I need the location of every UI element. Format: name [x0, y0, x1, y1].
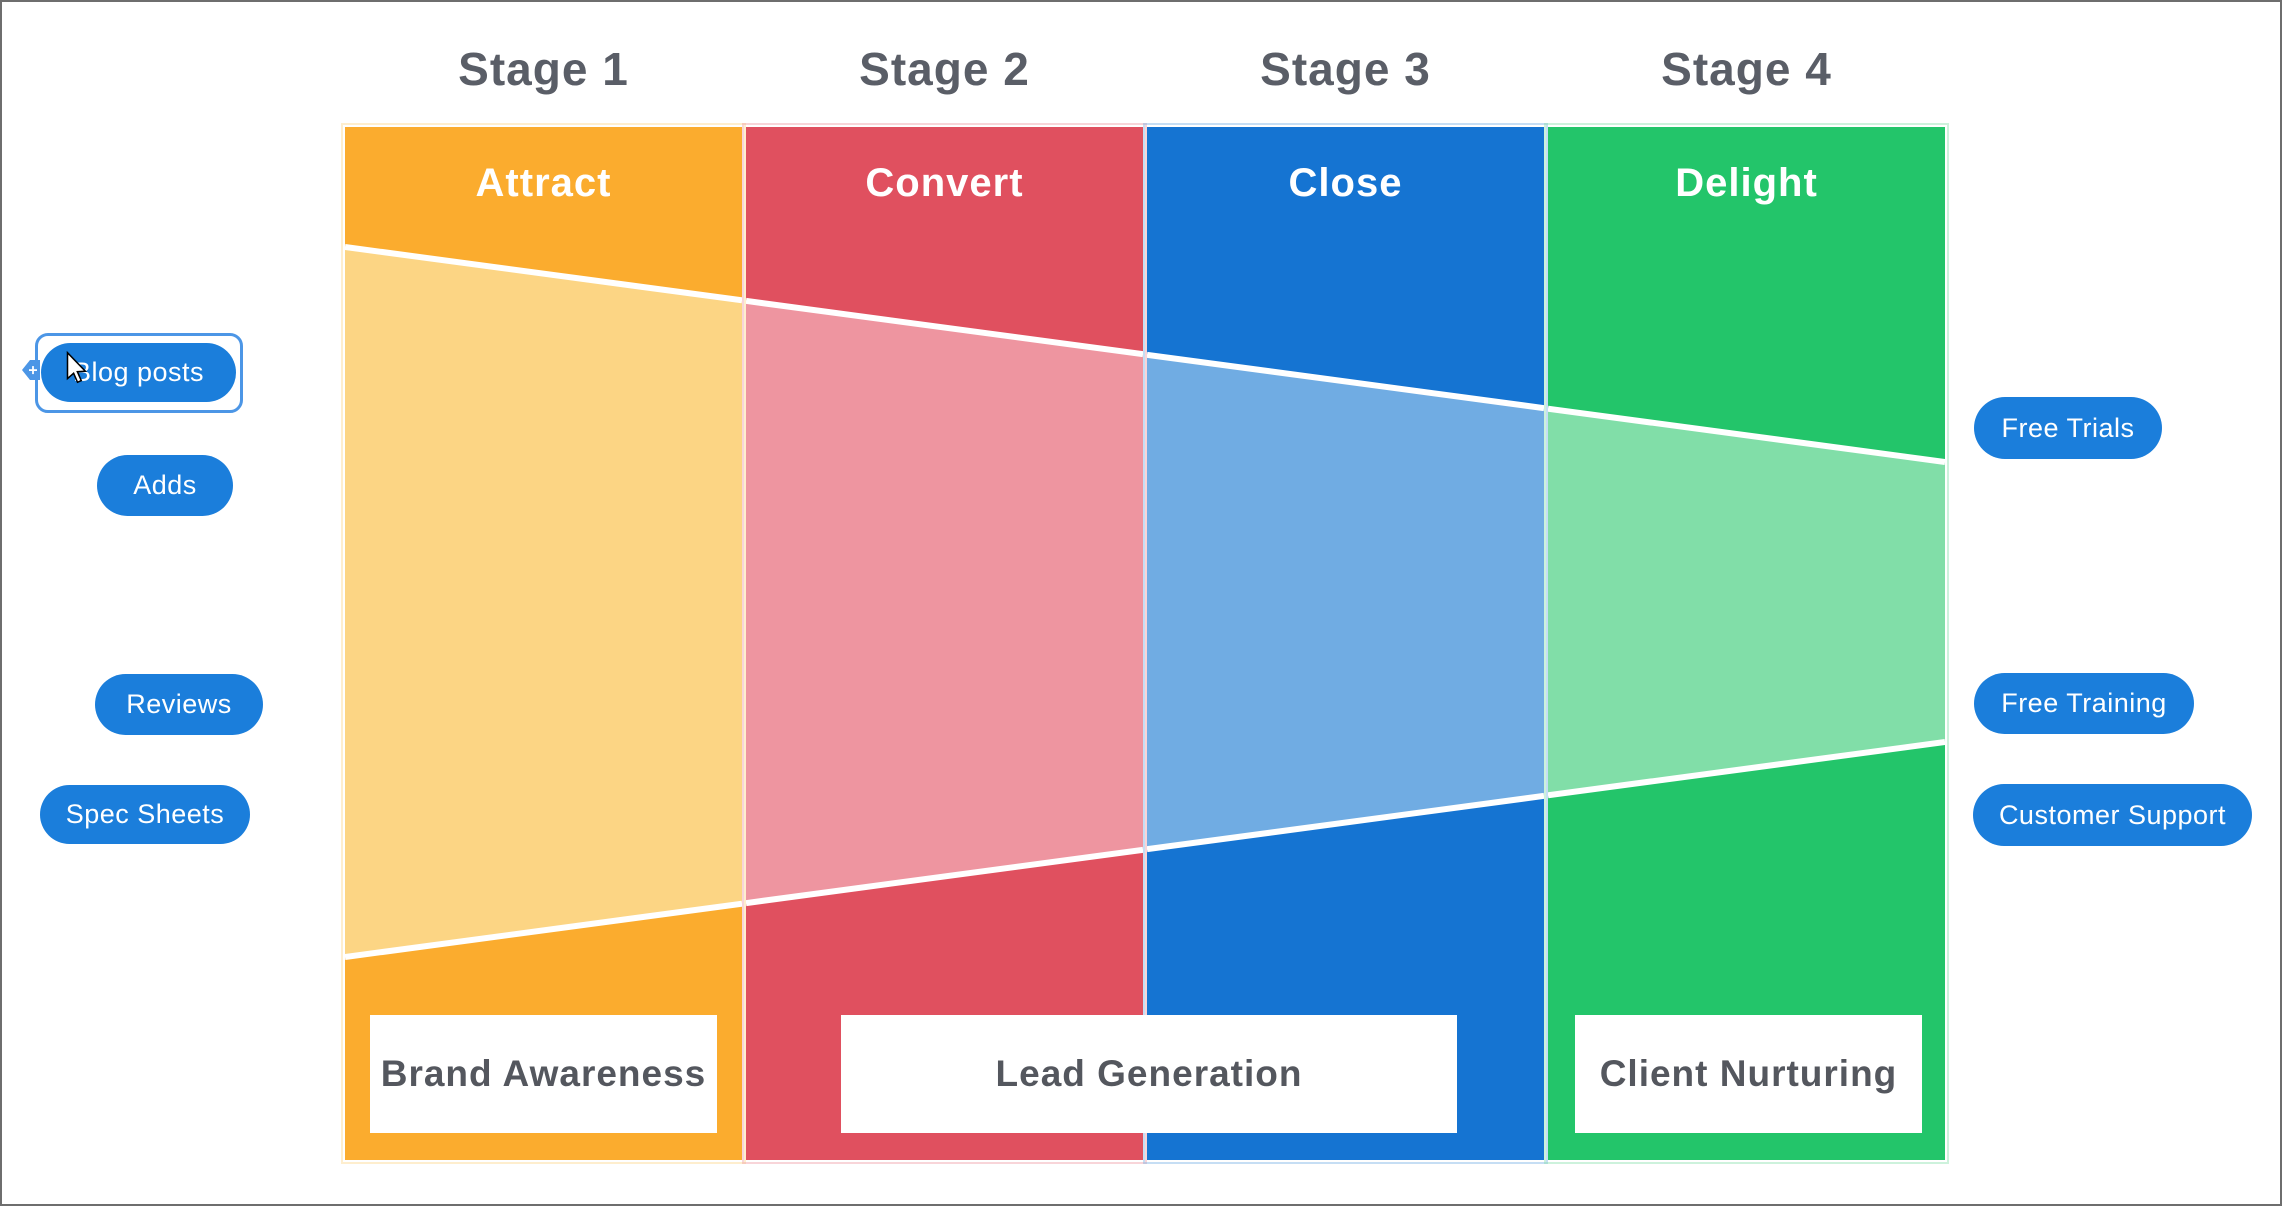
label-box-brand-awareness[interactable]: Brand Awareness	[370, 1015, 717, 1133]
pill-free-trials[interactable]: Free Trials	[1974, 397, 2162, 459]
column-header-label: Delight	[1675, 160, 1818, 205]
selection-outline	[35, 333, 243, 413]
funnel-diagram: Attract Convert Close Delight	[341, 123, 1949, 1164]
pill-spec-sheets[interactable]: Spec Sheets	[40, 785, 250, 844]
pill-adds[interactable]: Adds	[97, 455, 233, 516]
stage-label-2[interactable]: Stage 2	[859, 43, 1030, 95]
column-header-label: Attract	[475, 160, 612, 205]
pill-customer-support[interactable]: Customer Support	[1973, 784, 2252, 846]
funnel-column-convert[interactable]: Convert	[742, 123, 1147, 1164]
add-shape-plus-handle[interactable]	[22, 359, 40, 381]
funnel-column-attract[interactable]: Attract	[341, 123, 746, 1164]
column-header-label: Convert	[865, 160, 1024, 205]
stage-label-3[interactable]: Stage 3	[1260, 43, 1431, 95]
stage-label-1[interactable]: Stage 1	[458, 43, 629, 95]
pill-reviews[interactable]: Reviews	[95, 674, 263, 735]
label-box-lead-generation[interactable]: Lead Generation	[841, 1015, 1457, 1133]
stage-label-4[interactable]: Stage 4	[1661, 43, 1832, 95]
label-box-client-nurturing[interactable]: Client Nurturing	[1575, 1015, 1922, 1133]
column-header-label: Close	[1288, 160, 1403, 205]
pill-free-training[interactable]: Free Training	[1974, 673, 2194, 734]
funnel-column-delight[interactable]: Delight	[1544, 123, 1949, 1164]
funnel-column-close[interactable]: Close	[1143, 123, 1548, 1164]
